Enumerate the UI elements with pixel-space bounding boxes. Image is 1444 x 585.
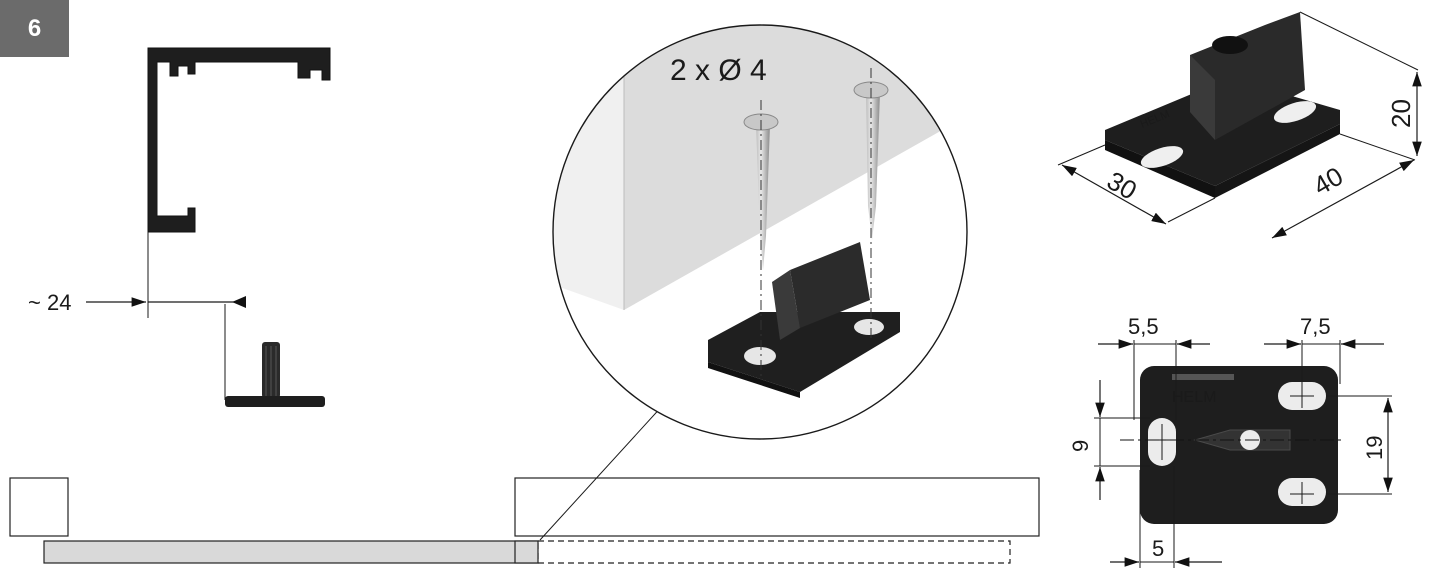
screw-label: 2 x Ø 4 <box>670 54 767 87</box>
profile-cross-section <box>147 47 331 233</box>
screw-left <box>743 100 779 380</box>
overview-plan <box>9 403 1040 564</box>
offset-label: ~ 24 <box>28 290 71 315</box>
slot-right-label: 7,5 <box>1300 314 1331 339</box>
zoom-detail: 2 x Ø 4 <box>552 24 968 440</box>
step-number-badge: 6 <box>0 0 69 57</box>
slot-height-label: 9 <box>1068 440 1093 452</box>
hole-spacing-label: 19 <box>1362 436 1387 460</box>
iso-width-label: 30 <box>1102 165 1142 205</box>
plan-brand: HELM <box>1172 389 1216 406</box>
edge-offset-label: 5 <box>1152 536 1164 561</box>
iso-detail: HELM 30 40 20 <box>1057 11 1422 239</box>
plan-detail: HELM 5,5 <box>1068 314 1393 568</box>
slot-left-label: 5,5 <box>1128 314 1159 339</box>
screw-right <box>853 68 889 340</box>
guide-pin <box>225 342 325 407</box>
offset-dimension: ~ 24 <box>28 232 246 400</box>
step-number: 6 <box>27 14 42 42</box>
iso-height-label: 20 <box>1386 99 1416 128</box>
iso-length-label: 40 <box>1308 161 1348 201</box>
